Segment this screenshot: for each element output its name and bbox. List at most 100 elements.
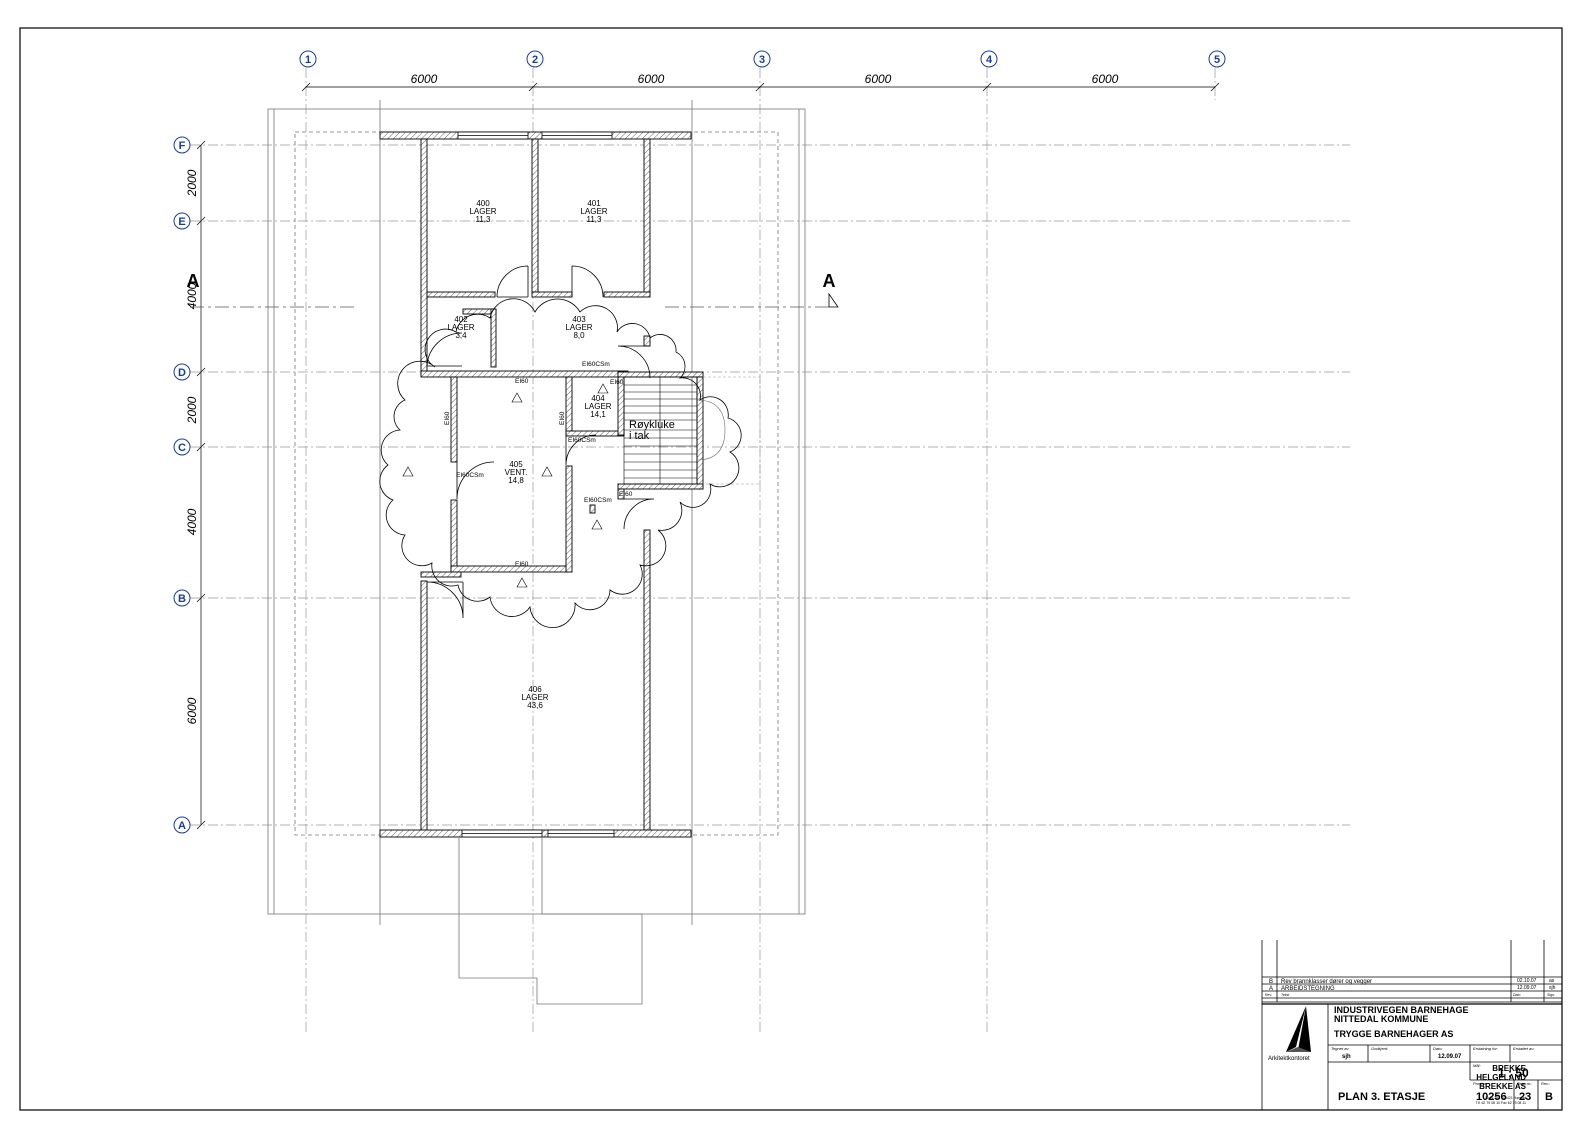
- grid-label: E: [178, 216, 185, 228]
- revision-a-date: 12.09.07: [1517, 985, 1537, 991]
- revision-value: B: [1545, 1091, 1553, 1103]
- room-number: 402: [454, 315, 468, 324]
- fire-rating-labels: EI60 EI60 EI60 EI60 EI60 EI60 EI60CSm EI…: [444, 361, 633, 568]
- project-no-label: Prosj.nr.:: [1473, 1081, 1489, 1086]
- revision-a-text: ARBEIDSTEGNING: [1281, 986, 1335, 992]
- staircase: [623, 376, 761, 485]
- fire-label: EI60CSm: [582, 361, 610, 368]
- room-area: 43,6: [527, 701, 543, 710]
- grid-label: 3: [759, 54, 765, 66]
- room-400: 400 LAGER 11,3: [469, 199, 496, 224]
- fire-label: EI60CSm: [568, 437, 596, 444]
- room-403: 403 LAGER 8,0: [565, 315, 592, 340]
- rev-header-text: Tekst: [1281, 992, 1290, 997]
- walls: [379, 131, 704, 838]
- scale-value: 1 : 50: [1498, 1066, 1529, 1080]
- rev-header-date: Dato: [1513, 992, 1521, 997]
- room-area: 11,3: [587, 215, 603, 224]
- fire-label: EI60CSm: [584, 497, 612, 504]
- column-dimension-labels: 6000 6000 6000 6000: [411, 72, 1119, 86]
- grid-label: 2: [532, 54, 538, 66]
- approved-label: Godkjent:: [1371, 1046, 1389, 1051]
- date-label: Dato:: [1433, 1046, 1443, 1051]
- drawing-title: PLAN 3. ETASJE: [1338, 1091, 1426, 1103]
- row-dimension-chain: [196, 140, 206, 830]
- office-address-2: Tlf. 62 79 08 10 Fax 62 79 08 11: [1475, 1100, 1526, 1105]
- drawing-no-label: Tegn.nr.:: [1517, 1081, 1533, 1086]
- office-line-3: BREKKE AS: [1479, 1082, 1526, 1091]
- grid-label: A: [178, 820, 186, 832]
- room-area: 8,0: [573, 331, 585, 340]
- section-marker-right: A: [823, 271, 836, 291]
- room-name: LAGER: [580, 207, 607, 216]
- revision-a-code: A: [1269, 986, 1274, 992]
- revision-label: Rev.:: [1541, 1081, 1551, 1086]
- date-value: 12.09.07: [1438, 1054, 1462, 1060]
- grid-bubble-row-e: E: [173, 212, 191, 230]
- room-406: 406 LAGER 43,6: [521, 685, 548, 710]
- fire-label: EI60: [610, 379, 624, 386]
- windows: [457, 131, 615, 838]
- row-dimension-labels: 2000 4000 2000 4000 6000: [185, 169, 199, 724]
- grid-column-bubbles: 1 2 3 4 5: [299, 50, 1226, 68]
- replaces-label: Erstatning for:: [1473, 1046, 1498, 1051]
- room-402: 402 LAGER 3,4: [447, 315, 474, 340]
- room-area: 14,8: [508, 476, 524, 485]
- room-number: 406: [528, 685, 542, 694]
- room-number: 403: [572, 315, 586, 324]
- lower-annex-outline: [458, 838, 643, 1005]
- grid-bubble-column-3: 3: [753, 50, 771, 68]
- room-name: LAGER: [565, 323, 592, 332]
- drawing-frame: [19, 27, 1563, 1111]
- section-cut-line: A A: [187, 271, 839, 308]
- room-number: 405: [509, 460, 523, 469]
- fire-label: EI60: [515, 561, 529, 568]
- room-404: 404 LAGER 14,1: [584, 394, 611, 419]
- dimension-label: 4000: [185, 282, 199, 309]
- dimension-label: 6000: [638, 72, 665, 86]
- fire-label: EI60: [619, 491, 633, 498]
- grid-row-lines: [190, 144, 1350, 826]
- grid-label: 1: [305, 54, 311, 66]
- room-401: 401 LAGER 11,3: [580, 199, 607, 224]
- dimension-label: 6000: [865, 72, 892, 86]
- revision-b-date: 02.10.07: [1517, 978, 1537, 984]
- project-number: 10256: [1476, 1091, 1507, 1103]
- project-name-line-1: INDUSTRIVEGEN BARNEHAGE: [1334, 1005, 1469, 1015]
- office-small-name: Arkitektkontoret: [1268, 1056, 1310, 1062]
- grid-column-lines: [305, 68, 1216, 1035]
- room-area: 11,3: [476, 215, 492, 224]
- rev-header-rev: Rev.: [1265, 992, 1272, 997]
- dimension-label: 2000: [185, 396, 199, 424]
- grid-bubble-row-a: A: [173, 816, 191, 834]
- grid-bubble-row-b: B: [173, 589, 191, 607]
- office-line-1: BREKKE: [1492, 1064, 1526, 1073]
- revision-b-text: Rev brannklasser dører og vegger: [1281, 979, 1373, 985]
- room-number: 400: [476, 199, 490, 208]
- architect-logo: [1286, 1006, 1311, 1052]
- project-name-line-2: NITTEDAL KOMMUNE: [1334, 1014, 1429, 1024]
- room-name: LAGER: [469, 207, 496, 216]
- room-labels: 400 LAGER 11,3 401 LAGER 11,3 402 LAGER …: [447, 199, 611, 710]
- section-marker-left: A: [187, 271, 200, 291]
- dimension-label: 6000: [411, 72, 438, 86]
- room-area: 14,1: [590, 410, 606, 419]
- grid-label: F: [179, 140, 186, 152]
- revision-markers: [402, 383, 609, 588]
- grid-label: B: [178, 593, 186, 605]
- room-number: 401: [587, 199, 601, 208]
- drawn-by-value: sjh: [1342, 1054, 1351, 1060]
- office-line-2: HELGELAND: [1476, 1073, 1526, 1082]
- grid-bubble-row-d: D: [173, 363, 191, 381]
- grid-label: 4: [986, 54, 993, 66]
- dimension-label: 6000: [1092, 72, 1119, 86]
- fire-label: EI60: [559, 411, 566, 425]
- rev-header-sign: Sign.: [1547, 992, 1555, 997]
- grid-label: D: [178, 367, 186, 379]
- drawn-by-label: Tegnet av:: [1331, 1046, 1350, 1051]
- fire-label: EI60CSm: [456, 472, 484, 479]
- dimension-label: 6000: [185, 697, 199, 724]
- grid-bubble-column-2: 2: [526, 50, 544, 68]
- room-area: 3,4: [455, 331, 467, 340]
